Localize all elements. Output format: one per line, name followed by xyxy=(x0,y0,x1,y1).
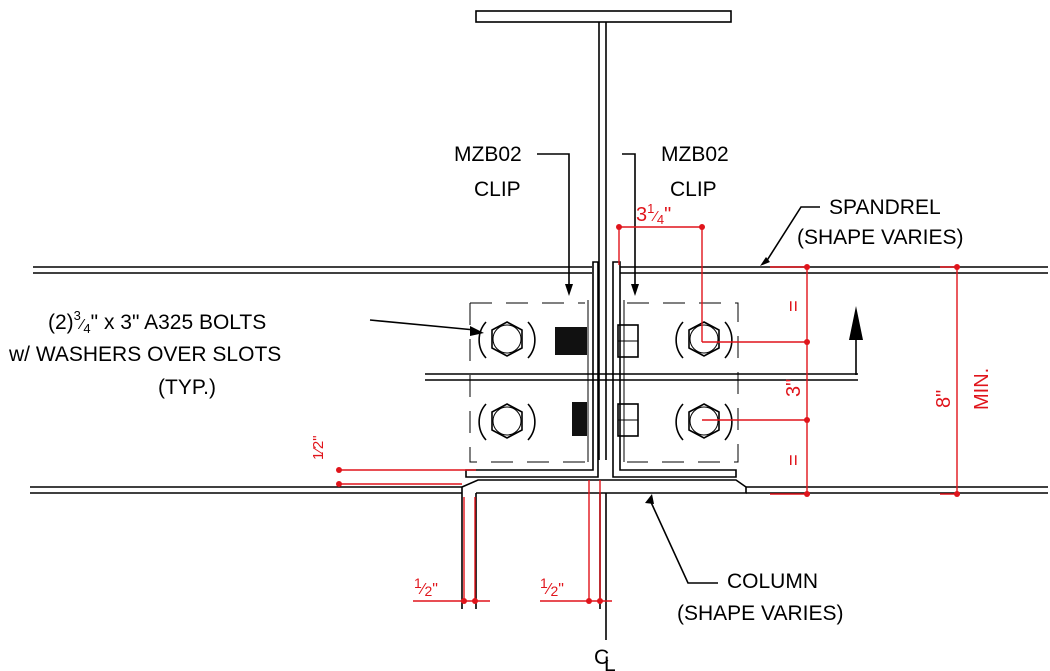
centerline-symbol: C xyxy=(594,646,609,669)
bolts-label-3: (TYP.) xyxy=(158,376,216,399)
dim-gap-vertical: 1⁄2" xyxy=(310,435,327,460)
dim-min-depth-word: MIN. xyxy=(971,368,993,410)
bolts-rest: " x 3" A325 BOLTS xyxy=(91,311,267,334)
bolt-shank-top xyxy=(555,324,639,358)
dim-eq-bottom: = xyxy=(783,454,805,466)
bolt-head-bottom-right xyxy=(675,403,733,441)
bolt-head-top-left xyxy=(478,321,536,359)
column-flange xyxy=(461,479,747,640)
clip-right-label-2: CLIP xyxy=(670,178,717,201)
bolts-label-2: w/ WASHERS OVER SLOTS xyxy=(8,343,281,366)
clip-left-label-1: MZB02 xyxy=(454,143,522,166)
dim-min-depth-value: 8" xyxy=(933,390,955,408)
dim-gap-left: 1⁄2" xyxy=(414,575,438,599)
dimension-text: 31⁄4" = = 3" 8" MIN. 1⁄2" 1⁄2" 1⁄2" xyxy=(310,201,993,599)
column-label-2: (SHAPE VARIES) xyxy=(677,602,843,625)
bolt-head-bottom-left xyxy=(478,403,536,441)
dim-eq-top: = xyxy=(783,300,805,312)
leaders xyxy=(369,153,863,584)
bolts-label-1: (2)3⁄4" x 3" A325 BOLTS xyxy=(48,308,266,336)
bolt-shank-bottom xyxy=(572,402,639,437)
bolt-head-top-right xyxy=(675,321,733,359)
labels: MZB02 CLIP MZB02 CLIP SPANDREL (SHAPE VA… xyxy=(8,143,963,671)
spandrel-beam xyxy=(30,266,1048,494)
spandrel-label-1: SPANDREL xyxy=(829,196,941,219)
bolts-frac-num: 3 xyxy=(74,308,81,323)
dimension-lines xyxy=(336,224,960,604)
bolts-pre: (2) xyxy=(48,311,74,334)
bolt-group xyxy=(478,321,733,441)
bolts-frac-den: 4 xyxy=(83,321,90,336)
dim-gap-center: 1⁄2" xyxy=(540,575,564,599)
clip-right-label-1: MZB02 xyxy=(661,143,729,166)
column-section xyxy=(475,10,732,460)
spandrel-label-2: (SHAPE VARIES) xyxy=(797,226,963,249)
clip-angles xyxy=(465,261,739,478)
column-label-1: COLUMN xyxy=(727,570,818,593)
centerline-sub: L xyxy=(604,653,616,671)
dim-edge-distance: 31⁄4" xyxy=(636,201,671,227)
dim-bolt-spacing: 3" xyxy=(783,379,805,397)
clip-left-label-2: CLIP xyxy=(474,178,521,201)
